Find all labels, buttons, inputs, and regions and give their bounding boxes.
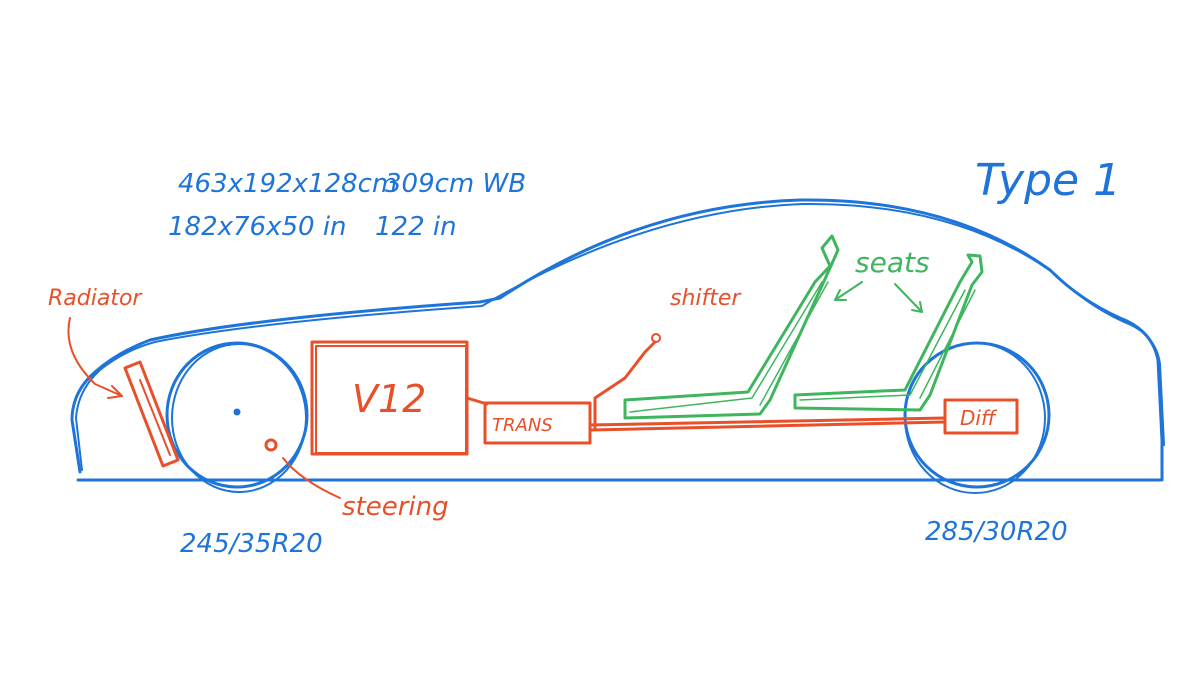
car-body-outline-overstroke bbox=[75, 202, 1165, 471]
shifter-label: shifter bbox=[670, 286, 742, 311]
front-seat-overstroke bbox=[629, 281, 829, 413]
front-tire-label: 245/35R20 bbox=[180, 529, 323, 559]
radiator-block bbox=[123, 360, 180, 468]
steering-column-point bbox=[264, 438, 278, 452]
steering-label: steering bbox=[342, 492, 449, 522]
radiator-hatch bbox=[139, 379, 171, 456]
engine-label: V12 bbox=[352, 377, 426, 421]
imperial-dimensions-label: 182x76x50 in bbox=[168, 212, 347, 242]
rear-tire-label: 285/30R20 bbox=[925, 517, 1068, 547]
driveshaft bbox=[588, 398, 947, 432]
differential-block bbox=[943, 398, 1019, 435]
radiator-callout-arrow bbox=[67, 317, 123, 399]
seats-label: seats bbox=[855, 246, 930, 279]
front-wheel bbox=[165, 341, 309, 489]
rear-seat-overstroke bbox=[799, 289, 976, 401]
steering-callout-arrow bbox=[282, 457, 341, 499]
front-seat bbox=[623, 234, 840, 420]
metric-wheelbase-label: 309cm WB bbox=[385, 169, 526, 199]
radiator-label: Radiator bbox=[48, 286, 143, 311]
shifter-knob bbox=[651, 333, 661, 343]
imperial-wheelbase-label: 122 in bbox=[375, 212, 457, 242]
differential-label: Diff bbox=[960, 406, 998, 430]
engine-block-overstroke bbox=[315, 345, 467, 454]
seats-arrow-right bbox=[894, 283, 923, 313]
title-label: Type 1 bbox=[975, 155, 1121, 206]
transmission-block bbox=[483, 401, 592, 445]
transmission-label: TRANS bbox=[492, 415, 553, 436]
metric-dimensions-label: 463x192x128cm bbox=[178, 169, 397, 199]
front-wheel-overstroke bbox=[171, 343, 307, 493]
rear-seat bbox=[793, 253, 984, 412]
front-wheel-hub bbox=[233, 408, 241, 416]
seats-arrow-left bbox=[834, 281, 863, 301]
shifter-lever bbox=[593, 340, 657, 400]
